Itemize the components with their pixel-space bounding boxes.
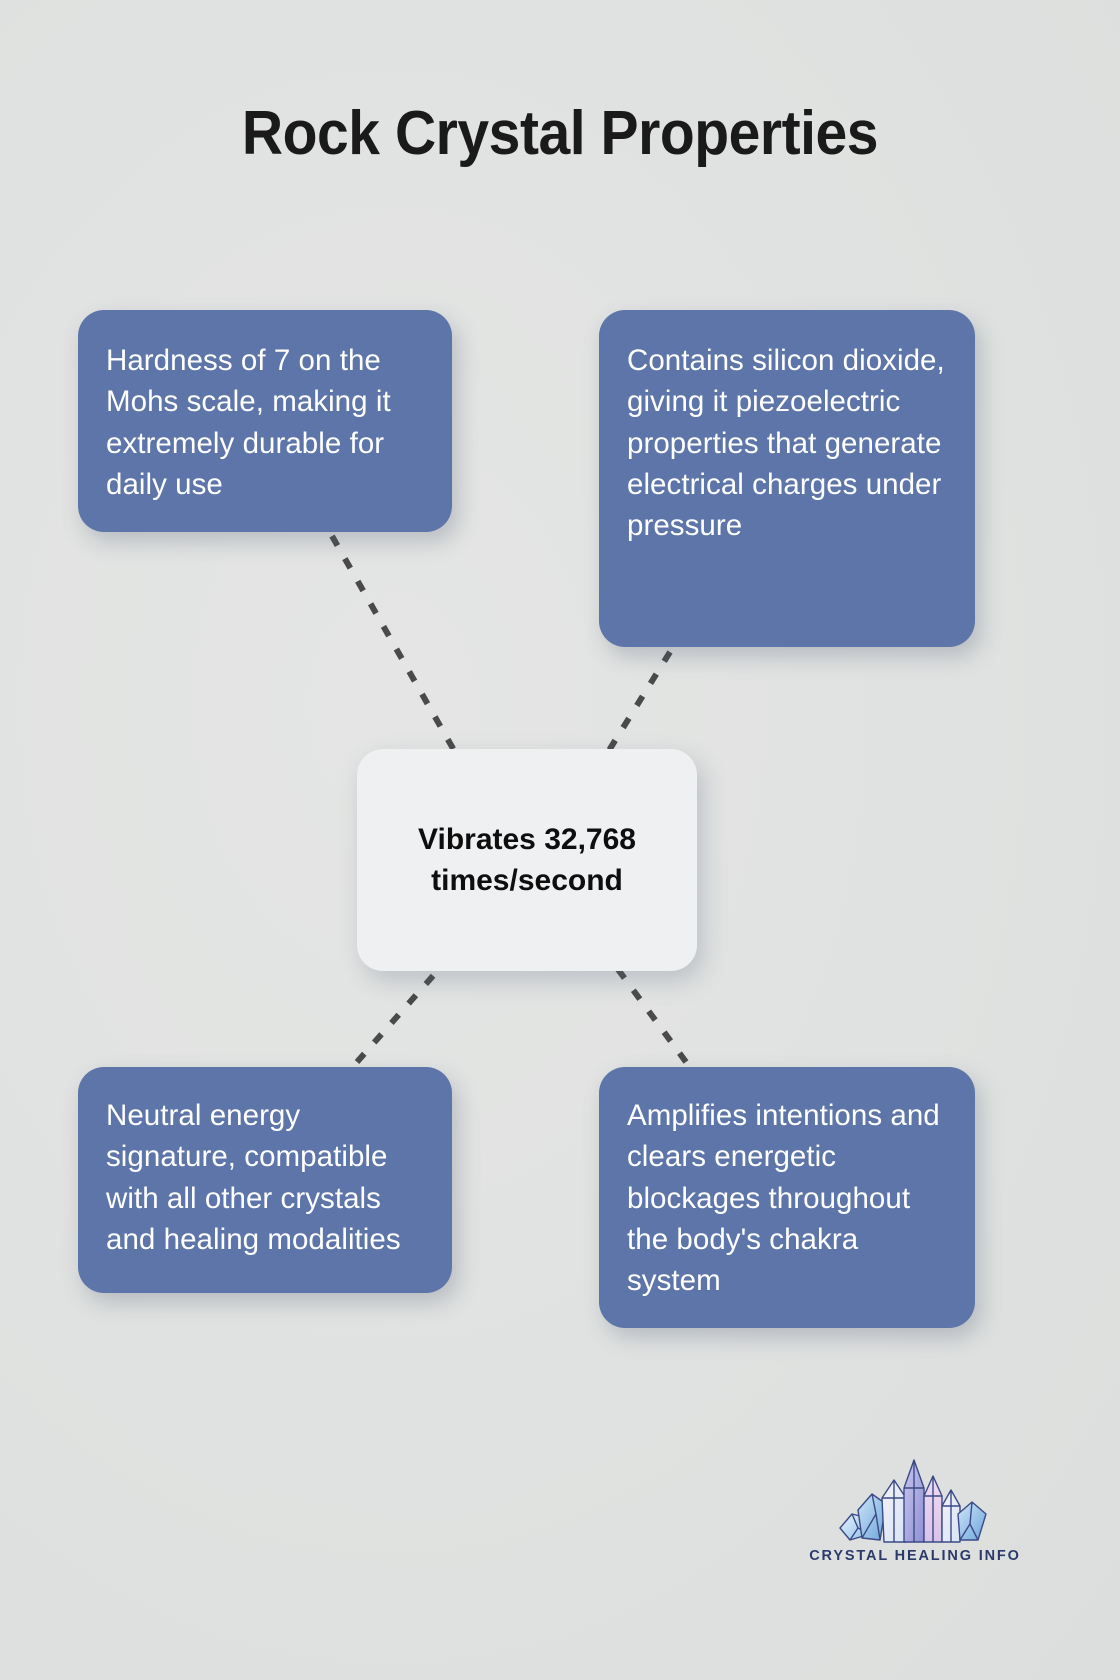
property-card-text: Neutral energy signature, compatible wit… [106, 1099, 401, 1256]
connector-top-left [329, 534, 458, 754]
center-node-card[interactable]: Vibrates 32,768 times/second [357, 749, 697, 971]
property-card-text: Hardness of 7 on the Mohs scale, making … [106, 344, 391, 501]
property-card-bottom-right[interactable]: Amplifies intentions and clears energeti… [599, 1067, 975, 1328]
brand-logo: CRYSTAL HEALING INFO [800, 1452, 1030, 1602]
connector-bottom-right [614, 966, 689, 1064]
connector-bottom-left [354, 966, 443, 1064]
property-card-bottom-left[interactable]: Neutral energy signature, compatible wit… [78, 1067, 452, 1293]
property-card-top-left[interactable]: Hardness of 7 on the Mohs scale, making … [78, 310, 452, 532]
property-card-text: Contains silicon dioxide, giving it piez… [627, 344, 945, 543]
center-node-text: Vibrates 32,768 times/second [418, 822, 636, 897]
connector-top-right [605, 650, 673, 754]
logo-wordmark: CRYSTAL HEALING INFO [809, 1548, 1021, 1564]
page-title: Rock Crystal Properties [241, 99, 879, 168]
property-card-text: Amplifies intentions and clears energeti… [627, 1099, 940, 1298]
crystal-cluster-icon [839, 1459, 987, 1543]
property-card-top-right[interactable]: Contains silicon dioxide, giving it piez… [599, 310, 975, 647]
